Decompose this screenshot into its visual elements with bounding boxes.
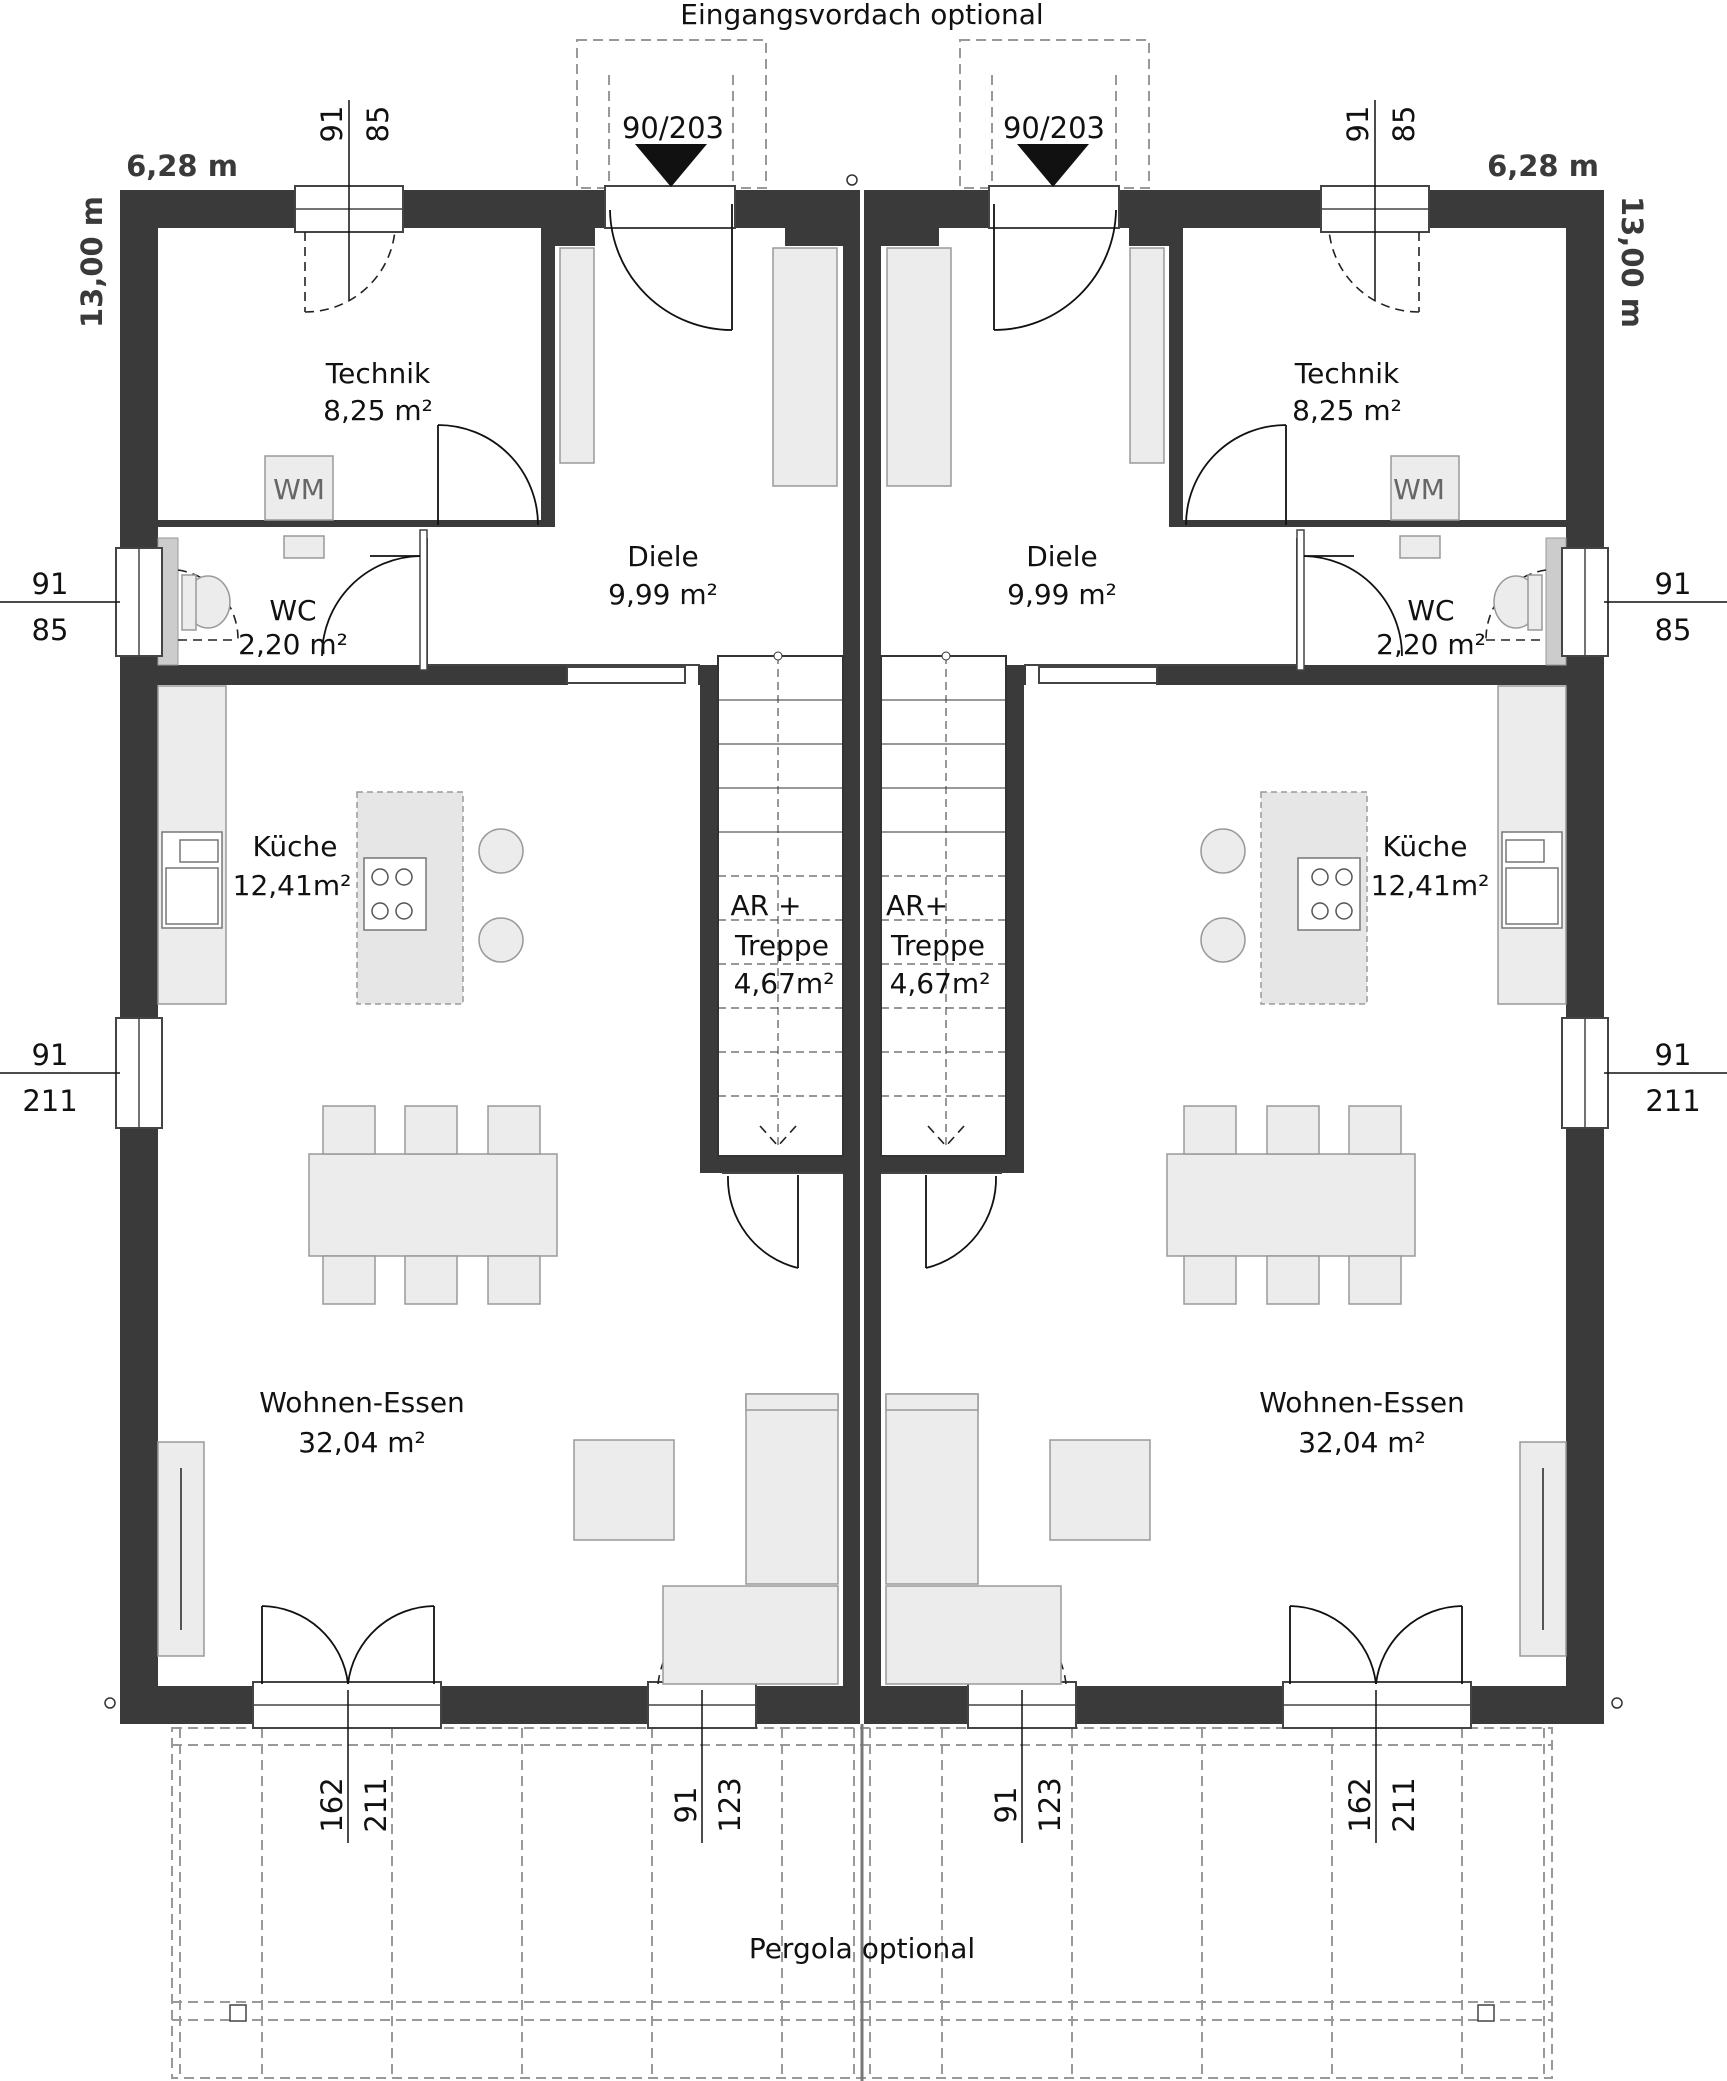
terrace-door-right-w: 162	[1343, 1777, 1377, 1832]
technik-name-right: Technik	[1294, 357, 1400, 390]
technik-window-left-h: 85	[361, 106, 395, 143]
treppe-l2-right: Treppe	[890, 929, 985, 962]
width-left-label: 6,28 m	[126, 149, 238, 183]
stairs-right	[880, 651, 1007, 1157]
entrance-canopy: Eingangsvordach optional	[576, 0, 1150, 189]
treppe-area-right: 4,67m²	[890, 967, 991, 1000]
terrace-door-left-w: 162	[315, 1777, 349, 1832]
wohnen-area-right: 32,04 m²	[1298, 1426, 1426, 1459]
technik-name-left: Technik	[325, 357, 431, 390]
walls	[120, 190, 1604, 2081]
kueche-name-right: Küche	[1382, 830, 1467, 863]
living-window-right-h: 123	[1033, 1777, 1067, 1832]
terrace-door-right-h: 211	[1387, 1777, 1421, 1832]
kueche-name-left: Küche	[252, 830, 337, 863]
kueche-area-left: 12,41m²	[233, 869, 352, 902]
wc-window-left-w: 91	[32, 567, 69, 601]
kitchen-window-right-w: 91	[1655, 1038, 1692, 1072]
kueche-area-right: 12,41m²	[1371, 869, 1490, 902]
treppe-l1-left: AR +	[731, 889, 802, 922]
diele-name-left: Diele	[627, 540, 699, 573]
wc-window-right-w: 91	[1655, 567, 1692, 601]
wm-right: WM	[1393, 473, 1445, 506]
wm-left: WM	[273, 473, 325, 506]
living-window-left-h: 123	[713, 1777, 747, 1832]
wohnen-name-right: Wohnen-Essen	[1259, 1386, 1465, 1419]
treppe-l2-left: Treppe	[734, 929, 829, 962]
kitchen-window-left-h: 211	[22, 1084, 77, 1118]
wc-area-left: 2,20 m²	[238, 628, 348, 661]
entry-arrow-left	[635, 144, 707, 187]
dimension-leaders	[0, 100, 1727, 1843]
wc-name-right: WC	[1407, 594, 1454, 627]
kitchen-window-right-h: 211	[1645, 1084, 1700, 1118]
furniture-left	[157, 247, 839, 1685]
wohnen-area-left: 32,04 m²	[298, 1426, 426, 1459]
living-window-right-w: 91	[989, 1787, 1023, 1824]
diele-name-right: Diele	[1026, 540, 1098, 573]
terrace-door-left-h: 211	[359, 1777, 393, 1832]
entry-door-right-label: 90/203	[1003, 111, 1105, 145]
wc-name-left: WC	[269, 594, 316, 627]
wohnen-name-left: Wohnen-Essen	[259, 1386, 465, 1419]
living-window-left-w: 91	[669, 1787, 703, 1824]
thin-partitions	[419, 529, 1305, 671]
entry-door-left-label: 90/203	[622, 111, 724, 145]
technik-window-right-w: 91	[1341, 106, 1375, 143]
technik-window-left-w: 91	[315, 106, 349, 143]
wc-window-left-h: 85	[32, 613, 69, 647]
technik-window-right-h: 85	[1387, 106, 1421, 143]
diele-area-left: 9,99 m²	[608, 578, 718, 611]
entry-arrow-right	[1017, 144, 1089, 187]
furniture-right	[885, 247, 1567, 1685]
diele-area-right: 9,99 m²	[1007, 578, 1117, 611]
stairs-left	[717, 651, 844, 1157]
kitchen-window-left-w: 91	[32, 1038, 69, 1072]
depth-left-label: 13,00 m	[75, 196, 109, 328]
wc-area-right: 2,20 m²	[1376, 628, 1486, 661]
treppe-l1-right: AR+	[886, 889, 948, 922]
width-right-label: 6,28 m	[1487, 149, 1599, 183]
treppe-area-left: 4,67m²	[734, 967, 835, 1000]
depth-right-label: 13,00 m	[1615, 196, 1649, 328]
technik-area-right: 8,25 m²	[1292, 394, 1402, 427]
technik-area-left: 8,25 m²	[323, 394, 433, 427]
wc-window-right-h: 85	[1655, 613, 1692, 647]
canopy-label: Eingangsvordach optional	[680, 0, 1043, 31]
